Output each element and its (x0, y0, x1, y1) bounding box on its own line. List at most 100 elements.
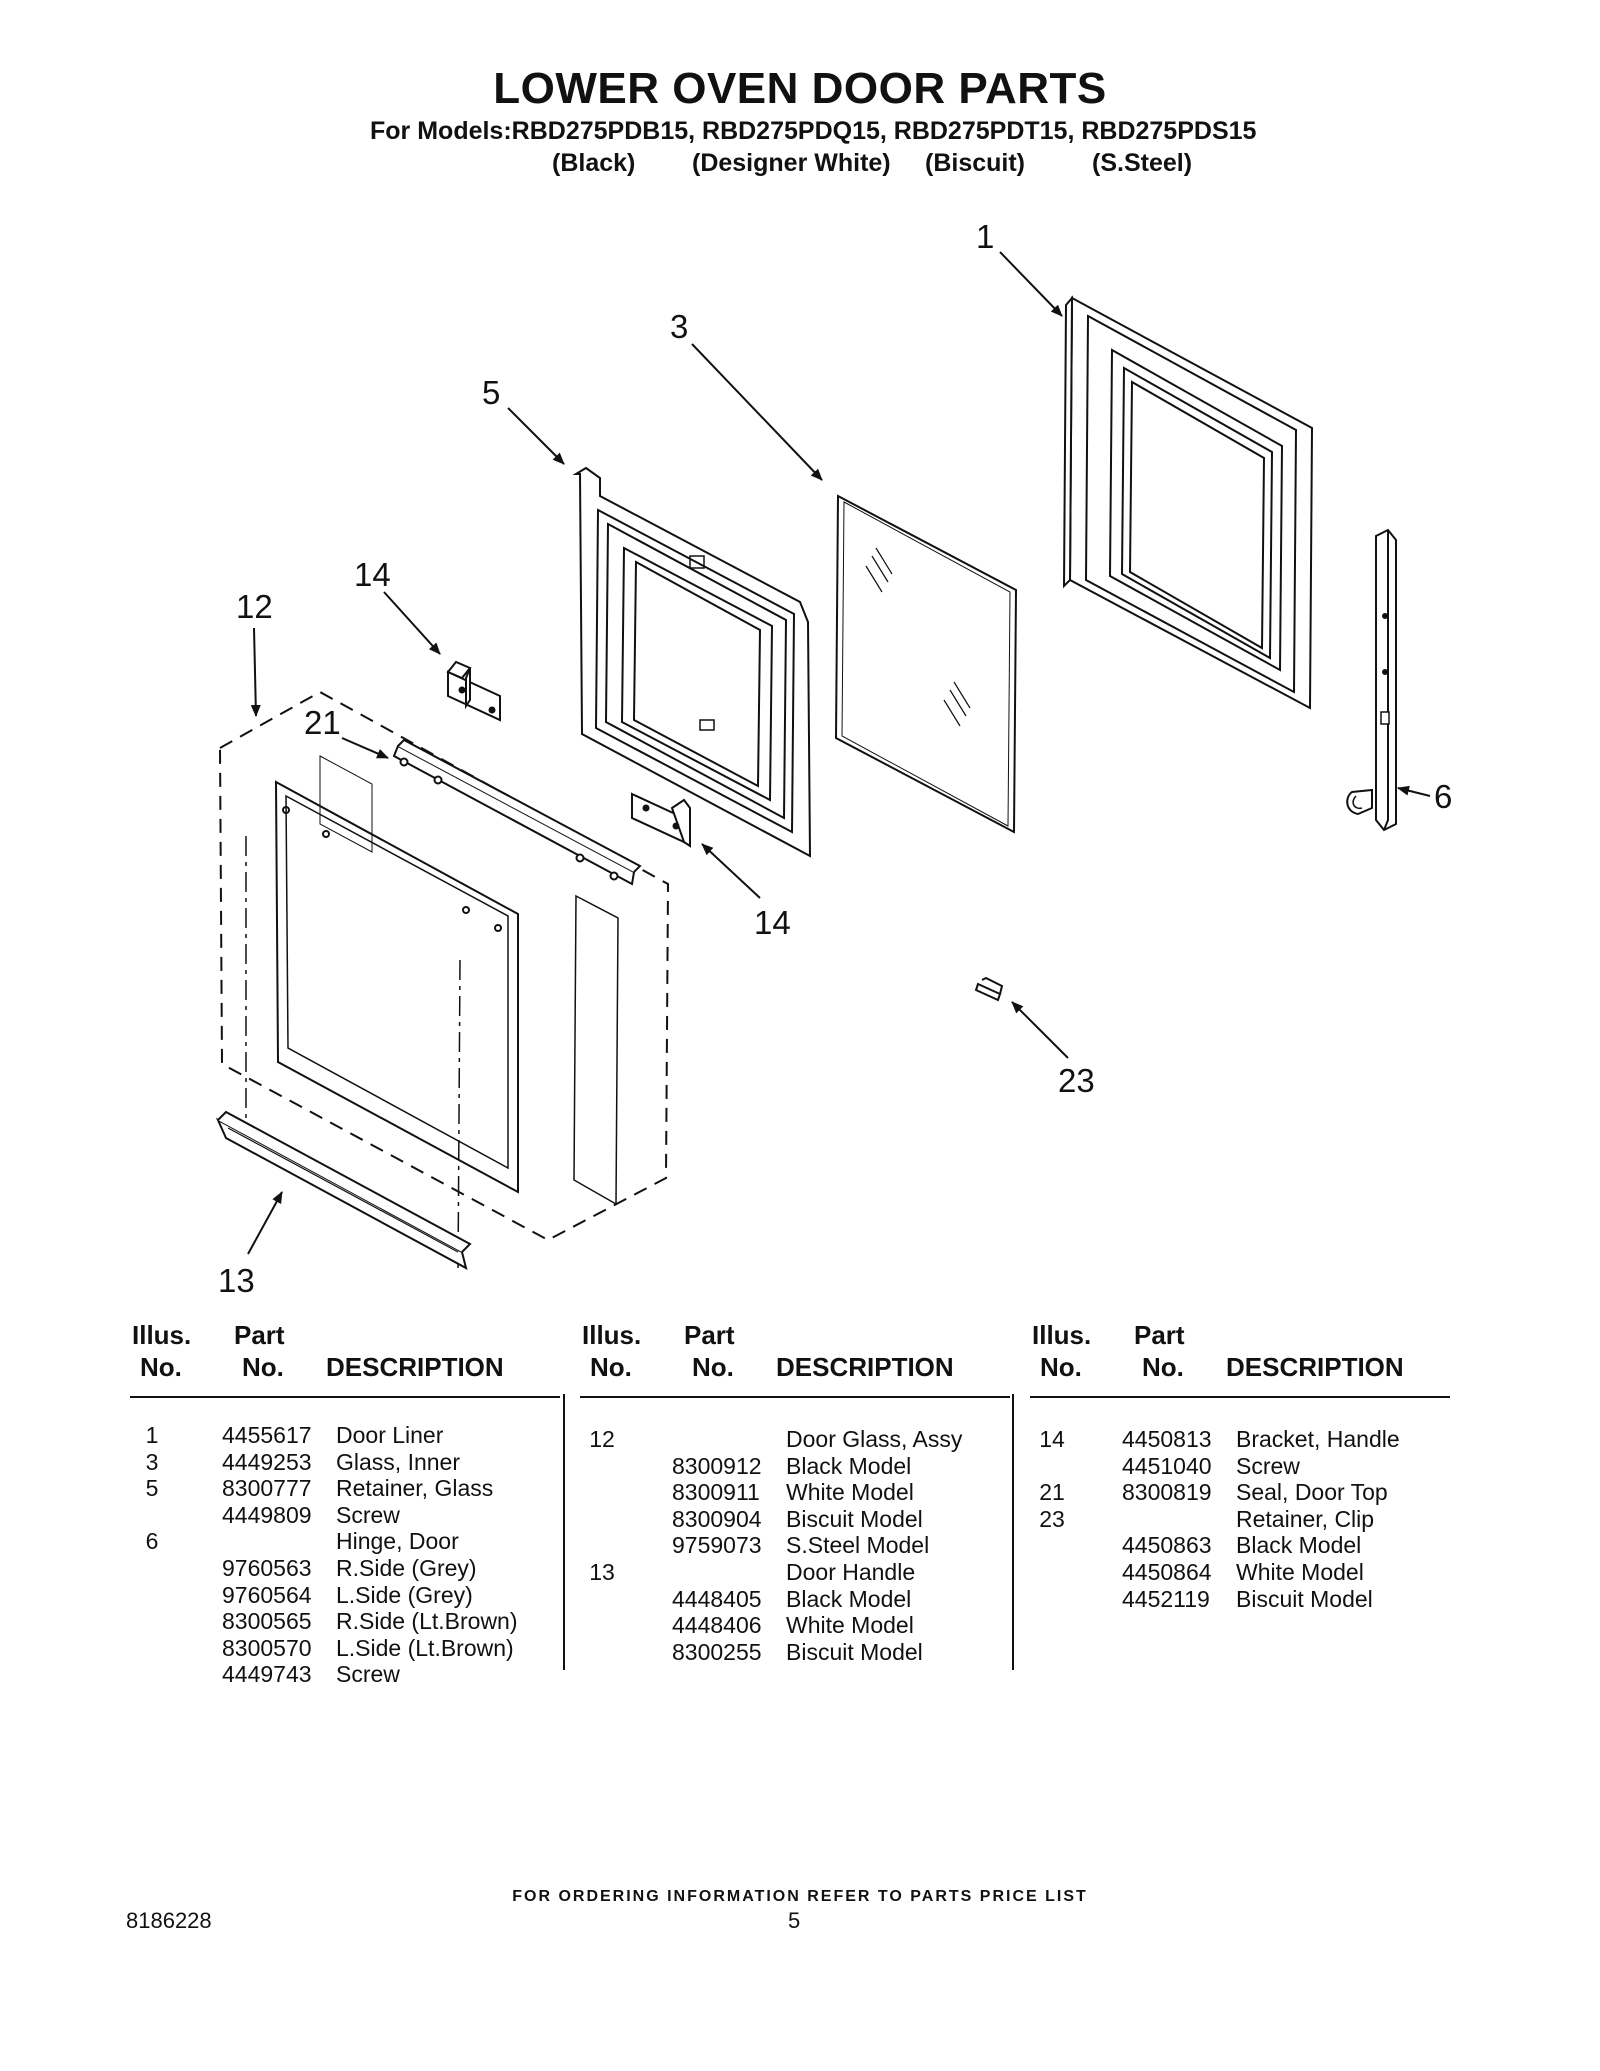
illus-number: 6 (145, 1528, 159, 1555)
part-description: Seal, Door Top (1236, 1479, 1388, 1506)
models-line: For Models:RBD275PDB15, RBD275PDQ15, RBD… (370, 117, 1257, 145)
callout-21: 21 (304, 704, 341, 741)
part-description: Biscuit Model (786, 1505, 923, 1532)
part-number: 4449743 (222, 1661, 312, 1688)
illus-number: 13 (589, 1558, 615, 1585)
part-description: Screw (1236, 1452, 1300, 1479)
part-door-glass-assy (218, 690, 670, 1275)
part-description: Screw (336, 1501, 400, 1528)
table-row: 4451040 Screw (1030, 1453, 1450, 1480)
table-header: Illus. No. Part No. DESCRIPTION (1030, 1320, 1450, 1398)
header-part: Part (1134, 1320, 1185, 1350)
finish-biscuit: (Biscuit) (925, 149, 1025, 177)
table-row: 8300912 Black Model (580, 1453, 1010, 1480)
table-row: 8300904 Biscuit Model (580, 1506, 1010, 1533)
part-description: Black Model (786, 1452, 912, 1479)
exploded-diagram: 1 3 5 14 12 21 14 6 23 13 (215, 218, 1452, 1299)
part-description: Retainer, Clip (1236, 1505, 1375, 1532)
finish-black: (Black) (552, 149, 636, 177)
illus-number: 3 (145, 1448, 159, 1475)
part-description: Door Handle (786, 1558, 916, 1585)
part-handle-bracket-upper (446, 660, 501, 722)
part-number: 4452119 (1122, 1585, 1210, 1612)
part-description: R.Side (Grey) (336, 1554, 477, 1581)
part-description: L.Side (Lt.Brown) (336, 1634, 514, 1661)
finishes-line: (Black) (Designer White) (Biscuit) (S.St… (0, 149, 1600, 183)
header-description: DESCRIPTION (326, 1352, 504, 1382)
part-description: Black Model (1236, 1532, 1362, 1559)
page-title: LOWER OVEN DOOR PARTS (493, 64, 1107, 113)
part-number: 9760564 (222, 1581, 312, 1608)
part-number: 9760563 (222, 1554, 312, 1581)
part-number: 8300911 (672, 1479, 760, 1506)
header-illus: Illus. (132, 1320, 192, 1350)
part-description: Biscuit Model (786, 1638, 923, 1665)
part-number: 8300912 (672, 1452, 762, 1479)
callout-6: 6 (1434, 778, 1452, 815)
callout-3: 3 (670, 308, 688, 345)
part-number: 4448406 (672, 1612, 762, 1639)
part-number: 8300565 (222, 1608, 312, 1635)
table-row: 4452119 Biscuit Model (1030, 1586, 1450, 1613)
part-description: Biscuit Model (1236, 1585, 1373, 1612)
part-number: 4455617 (222, 1422, 312, 1448)
part-description: Retainer, Glass (336, 1475, 494, 1502)
table-row: 21 8300819 Seal, Door Top (1030, 1479, 1450, 1506)
part-number: 4450813 (1122, 1426, 1212, 1452)
table-row: 5 8300777 Retainer, Glass (130, 1475, 560, 1502)
part-description: Door Liner (336, 1422, 444, 1448)
part-number: 4450863 (1122, 1532, 1212, 1559)
callout-12: 12 (236, 588, 273, 625)
table-row: 4448406 White Model (580, 1612, 1010, 1639)
part-door-hinge (1346, 528, 1397, 832)
table-header: Illus. No. Part No. DESCRIPTION (580, 1320, 1010, 1398)
header-part-no: No. (1142, 1352, 1184, 1382)
header-illus-no: No. (590, 1352, 632, 1382)
table-header: Illus. No. Part No. DESCRIPTION (130, 1320, 560, 1398)
header-part-no: No. (242, 1352, 284, 1382)
callout-13: 13 (218, 1262, 255, 1299)
illus-number: 23 (1039, 1505, 1065, 1532)
part-clip-retainer (974, 976, 1004, 1002)
part-door-liner (1062, 295, 1314, 710)
illus-number: 14 (1039, 1426, 1065, 1452)
callout-14-lower: 14 (754, 904, 791, 941)
part-description: Hinge, Door (336, 1528, 459, 1555)
header-part: Part (234, 1320, 285, 1350)
document-number: 8186228 (126, 1908, 212, 1933)
part-number: 8300777 (222, 1475, 312, 1502)
callout-14-upper: 14 (354, 556, 391, 593)
table-row: 23 Retainer, Clip (1030, 1506, 1450, 1533)
callout-23: 23 (1058, 1062, 1095, 1099)
callout-1: 1 (976, 218, 994, 255)
part-number: 8300904 (672, 1505, 762, 1532)
illus-number: 12 (589, 1426, 615, 1452)
part-description: S.Steel Model (786, 1532, 930, 1559)
part-number: 8300819 (1122, 1479, 1212, 1506)
part-number: 4450864 (1122, 1558, 1212, 1585)
column-divider (563, 1394, 565, 1670)
illus-number: 21 (1039, 1479, 1065, 1506)
parts-column-3: Illus. No. Part No. DESCRIPTION 14 445081… (1030, 1320, 1450, 1612)
page-number: 5 (788, 1908, 801, 1933)
part-number: 8300570 (222, 1634, 312, 1661)
header-description: DESCRIPTION (776, 1352, 954, 1382)
part-number: 4451040 (1122, 1452, 1212, 1479)
illus-number: 5 (145, 1475, 159, 1502)
table-row: 6 Hinge, Door (130, 1528, 560, 1555)
part-description: White Model (786, 1612, 914, 1639)
part-description: Black Model (786, 1585, 912, 1612)
